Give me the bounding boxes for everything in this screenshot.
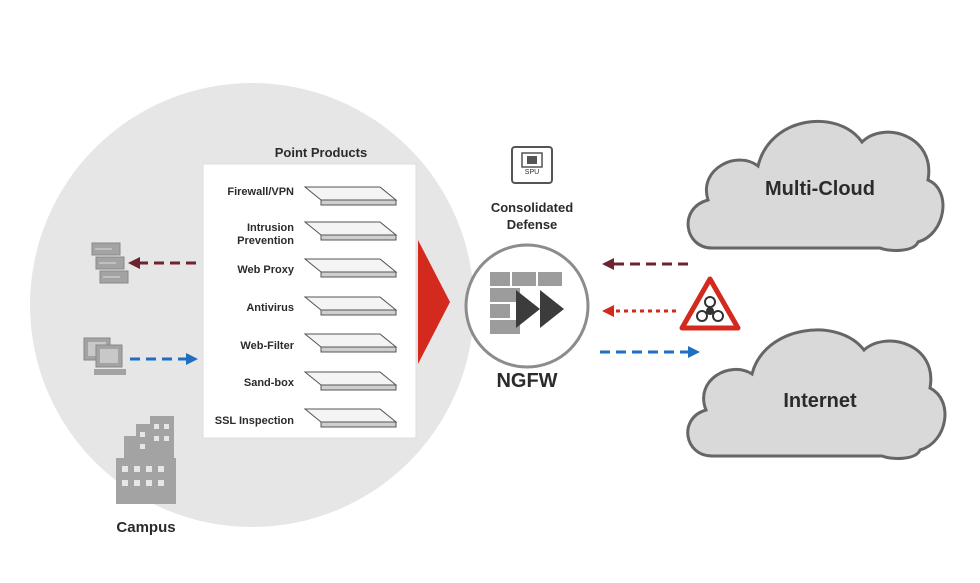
spu-chip-label: SPU [524,169,540,176]
appliance-web-filter-icon [303,333,398,353]
multicloud-label: Multi-Cloud [765,178,875,200]
product-label-ssl-inspection: SSL Inspection [214,415,294,427]
appliance-antivirus-icon [303,296,398,316]
workstation-outbound-arrow [130,353,198,365]
product-label-intrusion-prevention: Intrusion Prevention [237,222,294,247]
point-products-title: Point Products [274,145,368,160]
server-inbound-arrow [128,257,196,269]
campus-label: Campus [116,519,176,536]
appliance-intrusion-prevention-icon [303,221,398,241]
spu-chip-icon [511,146,553,184]
campus-building-icon [116,416,176,504]
consolidated-defense-label: Consolidated Defense [490,200,574,232]
consolidation-arrow [418,240,450,364]
cloud-inbound-arrow [602,258,688,270]
internet-cloud-icon [686,328,947,460]
appliance-web-proxy-icon [303,258,398,278]
biohazard-warning-icon [679,276,741,331]
appliance-ssl-inspection-icon [303,408,398,428]
product-label-firewall-vpn: Firewall/VPN [227,186,294,198]
server-icon [91,242,129,284]
multicloud-cloud-icon [686,119,945,252]
appliance-stack [303,186,398,428]
internet-label: Internet [783,390,857,412]
workstation-icon [83,337,126,375]
product-label-antivirus: Antivirus [246,302,294,314]
threat-inbound-arrow [602,305,676,317]
appliance-firewall-vpn-icon [303,186,398,206]
product-label-web-filter: Web-Filter [240,340,294,352]
product-label-sandbox: Sand-box [243,377,294,389]
ngfw-label: NGFW [496,370,558,392]
product-label-web-proxy: Web Proxy [237,264,294,276]
internet-outbound-arrow [600,346,700,358]
appliance-sandbox-icon [303,371,398,391]
ngfw-firewall-icon [464,243,590,369]
